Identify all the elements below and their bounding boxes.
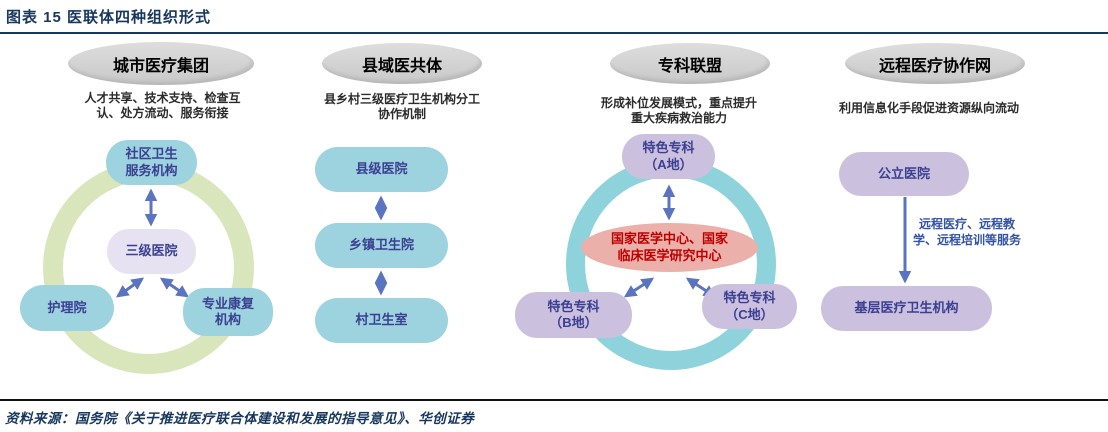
nursing-home-node: 护理院 xyxy=(20,285,114,331)
township-health-center-node: 乡镇卫生院 xyxy=(315,223,448,268)
telemedicine-description: 利用信息化手段促进资源纵向流动 xyxy=(838,101,1019,115)
specialty-b-node: 特色专科 （B地） xyxy=(515,292,632,338)
county-community-description: 县乡村三级医疗卫生机构分工 协作机制 xyxy=(323,92,480,121)
community-health-node: 社区卫生 服务机构 xyxy=(106,140,197,185)
public-hospital-node: 公立医院 xyxy=(839,152,969,196)
village-clinic-node: 村卫生室 xyxy=(315,298,448,343)
rehab-institution-node: 专业康复 机构 xyxy=(183,288,273,336)
specialty-a-node: 特色专科 （A地） xyxy=(622,134,715,179)
county-community-header: 县域医共体 xyxy=(322,43,482,84)
telemedicine-arrow-label: 远程医疗、远程教 学、远程培训等服务 xyxy=(912,217,1021,247)
figure-title: 图表 15 医联体四种组织形式 xyxy=(6,9,212,26)
source-rule xyxy=(0,399,1108,401)
title-rule xyxy=(0,32,1108,34)
specialty-alliance-description: 形成补位发展模式，重点提升 重大疾病救治能力 xyxy=(600,96,757,125)
national-medical-center-node: 国家医学中心、国家 临床医学研究中心 xyxy=(581,223,758,272)
telemedicine-network-header: 远程医疗协作网 xyxy=(845,43,1025,84)
primary-care-institution-node: 基层医疗卫生机构 xyxy=(821,286,992,331)
specialty-alliance-header: 专科联盟 xyxy=(610,43,770,84)
county-hospital-node: 县级医院 xyxy=(315,147,448,192)
source-text: 资料来源：国务院《关于推进医疗联合体建设和发展的指导意见》、华创证券 xyxy=(5,411,475,426)
specialty-c-node: 特色专科 （C地） xyxy=(702,284,797,329)
urban-medical-group-header: 城市医疗集团 xyxy=(68,42,254,85)
tertiary-hospital-node: 三级医院 xyxy=(107,229,196,274)
urban-group-description: 人才共享、技术支持、检查互 认、处方流动、服务衔接 xyxy=(84,91,241,120)
